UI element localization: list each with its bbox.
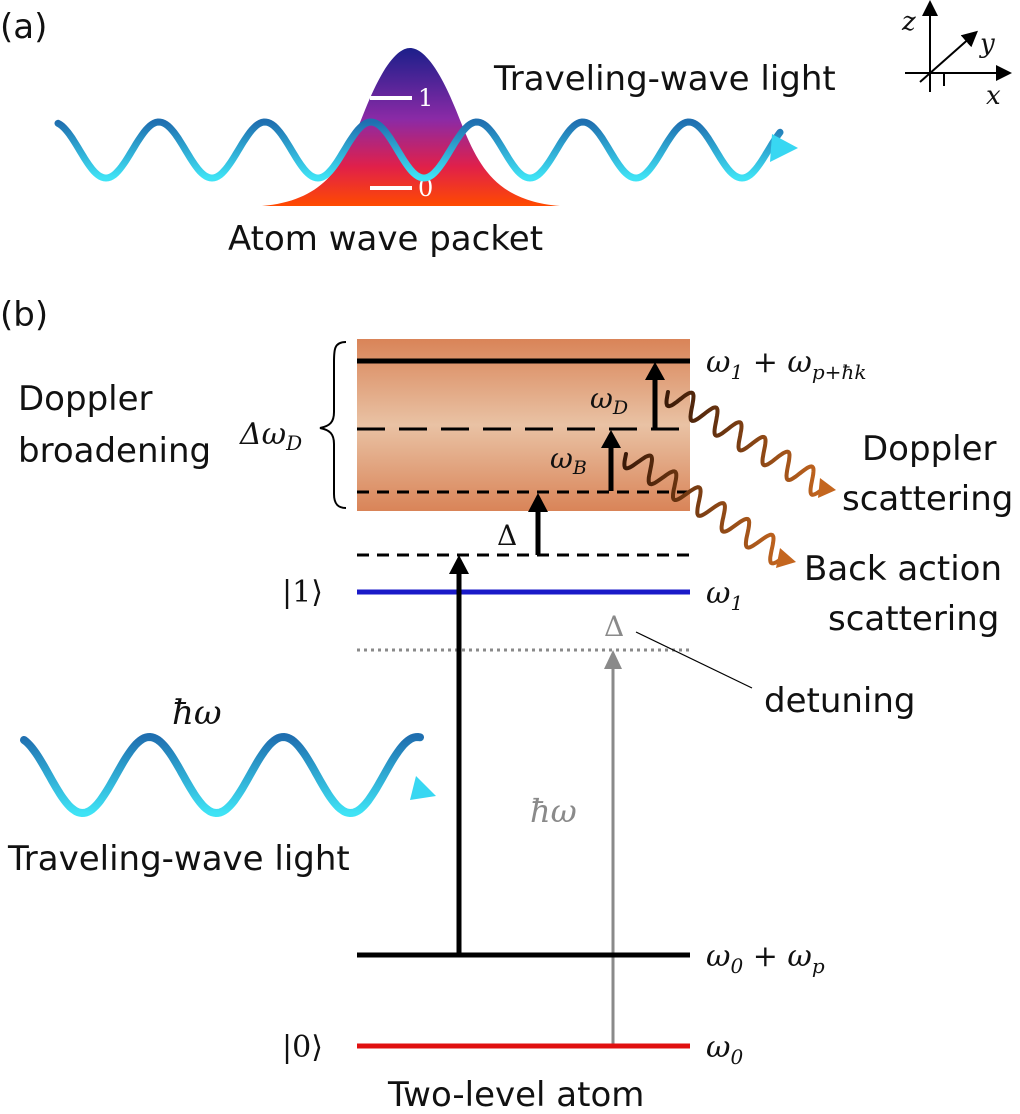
wave-a-arrowhead [770,134,798,162]
atom-wave-packet-label: Atom wave packet [228,219,543,259]
two-level-atom-label: Two-level atom [387,1075,644,1114]
delta-omega-d-label: ΔωD [239,417,302,455]
gray-delta-label: Δ [604,610,624,643]
omega-d-label: ωD [590,382,628,419]
doppler-broadening-line2: broadening [18,431,211,471]
axis-z-label: z [901,7,916,37]
doppler-scattering-line1: Doppler [862,429,997,469]
traveling-wave-b [20,732,424,818]
panel-a-label: (a) [0,7,47,47]
delta-arrowhead [528,493,548,512]
doppler-band [357,339,690,511]
coordinate-axes [905,0,1012,92]
omega-b-arrowhead [601,430,621,448]
back-action-scattering-arrowhead [776,548,796,568]
doppler-scattering-line2: scattering [842,479,1013,519]
wave-b-arrowhead [410,776,436,800]
detuning-pointer [635,631,753,689]
ket-0-label: |0⟩ [282,1030,323,1065]
axis-y-label: y [979,29,995,59]
delta-label: Δ [497,519,517,552]
atom-wave-packet [262,48,560,206]
omega-d-arrowhead [645,362,665,380]
traveling-wave-a [54,118,784,182]
detuning-label: detuning [764,681,916,721]
doppler-broadening-line1: Doppler [18,379,153,419]
excitation-arrowhead [449,555,469,574]
doppler-scattering-wave [664,390,826,497]
back-action-line1: Back action [804,549,1002,589]
doppler-brace [319,341,347,509]
axis-x-label: x [986,81,1001,111]
hbar-omega-gray-label: ħω [530,792,577,830]
panel-b-light-label: Traveling-wave light [7,839,350,879]
hbar-omega-wave-label: ħω [172,693,222,733]
omega-0-label: ω0 [706,1030,743,1069]
gray-photon-arrowhead [604,650,622,669]
doppler-scattering-arrowhead [818,478,836,498]
back-action-scattering-wave [622,452,786,566]
omega-0p-label: ω0 + ωp [706,939,825,978]
top-level-label: ω1 + ωp+ħk [706,345,866,384]
back-action-line2: scattering [828,599,999,639]
ket-1-label: |1⟩ [282,575,323,610]
panel-a-light-label: Traveling-wave light [493,59,836,99]
omega-1-label: ω1 [706,576,743,615]
level-1-label: 1 [418,84,433,112]
panel-b-label: (b) [0,295,48,335]
omega-b-label: ωB [550,442,587,479]
